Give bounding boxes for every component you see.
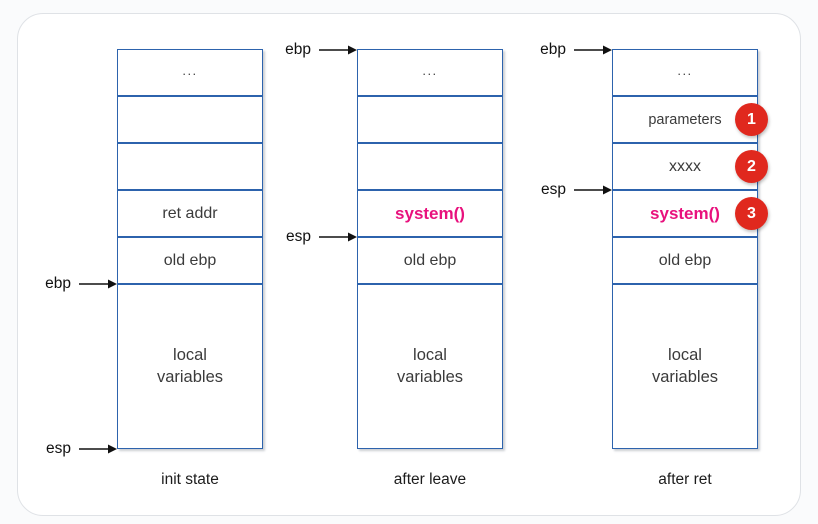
stage-caption-init-state: init state — [161, 471, 219, 488]
arrow-right-icon — [574, 185, 612, 195]
stack-cell-label: local variables — [651, 346, 719, 386]
ebp-label: ebp — [285, 41, 311, 59]
stack-cell-dots: ... — [612, 49, 758, 96]
stack-cell-local-variables: local variables — [117, 284, 263, 449]
stack-cell-label: ... — [182, 63, 198, 78]
arrow-right-icon — [319, 232, 357, 242]
stack-cell-dots: ... — [357, 49, 503, 96]
stack-cell-system: system() — [612, 190, 758, 237]
esp-pointer: esp — [27, 441, 117, 457]
stack-cell-empty — [357, 143, 503, 190]
stack-cell-local-variables: local variables — [357, 284, 503, 449]
arrow-right-icon — [79, 444, 117, 454]
arrow-right-icon — [319, 45, 357, 55]
stack-cell-old-ebp: old ebp — [117, 237, 263, 284]
arrow-right-icon — [574, 45, 612, 55]
stack-cell-old-ebp: old ebp — [612, 237, 758, 284]
stack-cell-parameters: parameters — [612, 96, 758, 143]
ebp-label: ebp — [45, 275, 71, 293]
stack-column-init-state: ... ret addr old ebp local variables — [117, 49, 263, 449]
stack-cell-local-variables: local variables — [612, 284, 758, 449]
ebp-label: ebp — [540, 41, 566, 59]
stack-column-after-ret: ... parameters xxxx system() old ebp loc… — [612, 49, 768, 449]
ebp-pointer: ebp — [27, 276, 117, 292]
esp-pointer: esp — [267, 229, 357, 245]
esp-label: esp — [286, 228, 311, 246]
stack-cell-system: system() — [357, 190, 503, 237]
esp-label: esp — [46, 440, 71, 458]
ebp-pointer: ebp — [522, 42, 612, 58]
arrow-right-icon — [79, 279, 117, 289]
step-badge-2: 2 — [735, 150, 768, 183]
stack-cell-empty — [357, 96, 503, 143]
stack-cell-dots: ... — [117, 49, 263, 96]
ebp-pointer: ebp — [267, 42, 357, 58]
step-badge-3: 3 — [735, 197, 768, 230]
stage-caption-after-leave: after leave — [393, 471, 467, 488]
step-badge-1: 1 — [735, 103, 768, 136]
esp-label: esp — [541, 181, 566, 199]
esp-pointer: esp — [522, 182, 612, 198]
stack-cell-empty — [117, 96, 263, 143]
stack-cell-label: local variables — [156, 346, 224, 386]
stack-cell-label: ... — [677, 63, 693, 78]
stack-cell-label: local variables — [396, 346, 464, 386]
stack-cell-old-ebp: old ebp — [357, 237, 503, 284]
stack-cell-empty — [117, 143, 263, 190]
stack-cell-label: ... — [422, 63, 438, 78]
stack-column-after-leave: ... system() old ebp local variables — [357, 49, 503, 449]
stage-caption-after-ret: after ret — [658, 471, 712, 488]
stack-cell-ret-addr: ret addr — [117, 190, 263, 237]
